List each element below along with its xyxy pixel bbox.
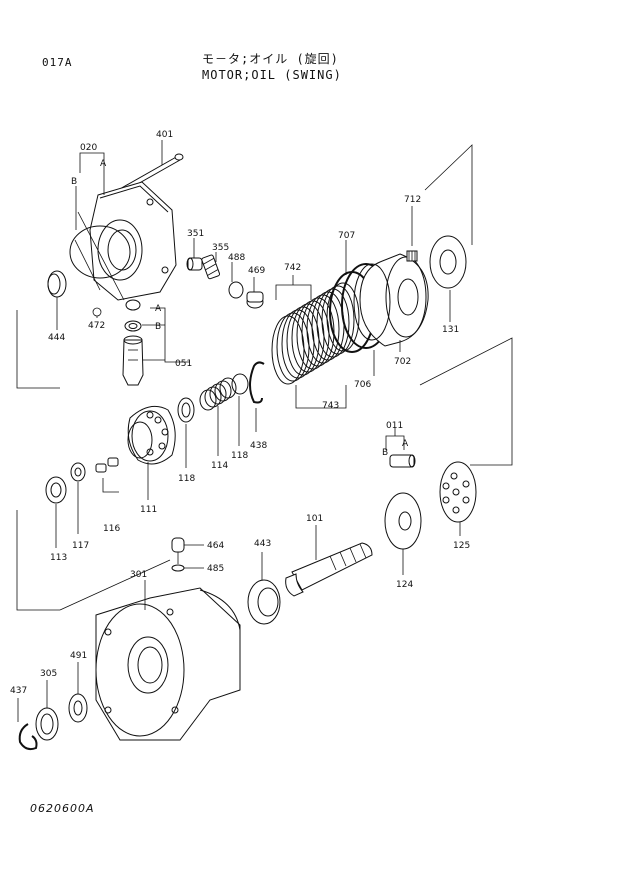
part-124-washer <box>384 492 422 575</box>
part-712-spring <box>406 206 418 262</box>
label-B-011: B <box>382 448 388 458</box>
label-706: 706 <box>354 380 371 390</box>
label-351: 351 <box>187 229 204 239</box>
label-305: 305 <box>40 669 57 679</box>
label-118-b: 118 <box>178 474 195 484</box>
label-491: 491 <box>70 651 87 661</box>
label-B-020: B <box>71 177 77 187</box>
label-464: 464 <box>207 541 224 551</box>
label-051: 051 <box>175 359 192 369</box>
label-712: 712 <box>404 195 421 205</box>
page-code: 017A <box>42 56 73 69</box>
part-131-washer <box>429 235 467 322</box>
label-707: 707 <box>338 231 355 241</box>
label-117: 117 <box>72 541 89 551</box>
parts-116-117-113 <box>45 457 119 548</box>
label-116: 116 <box>103 524 120 534</box>
label-469: 469 <box>248 266 265 276</box>
title-english: MOTOR;OIL (SWING) <box>202 68 342 82</box>
label-743: 743 <box>322 401 339 411</box>
part-101-shaft <box>285 525 373 597</box>
label-118-a: 118 <box>231 451 248 461</box>
label-702: 702 <box>394 357 411 367</box>
part-702-brake-piston <box>353 253 429 352</box>
label-124: 124 <box>396 580 413 590</box>
parts-438-118-114 <box>177 361 265 468</box>
part-742-743-friction-plates <box>271 275 360 409</box>
boundary-lines <box>16 144 513 611</box>
part-labels: 401 020 A B 351 355 488 469 742 707 712 … <box>10 130 470 696</box>
label-444: 444 <box>48 333 65 343</box>
parts-351-355-488-469 <box>186 238 264 309</box>
part-444-plug <box>16 270 67 389</box>
label-A-011: A <box>402 439 409 449</box>
parts-011-125 <box>385 428 477 536</box>
label-A-020: A <box>100 159 107 169</box>
label-742: 742 <box>284 263 301 273</box>
part-020-valve-cover <box>69 181 177 301</box>
label-131: 131 <box>442 325 459 335</box>
label-438: 438 <box>250 441 267 451</box>
bracket-020 <box>75 152 105 230</box>
label-443: 443 <box>254 539 271 549</box>
footer-code: 0620600A <box>30 802 95 815</box>
part-111-cylinder-block <box>127 405 176 500</box>
label-485: 485 <box>207 564 224 574</box>
label-125: 125 <box>453 541 470 551</box>
label-A-051: A <box>155 304 162 314</box>
label-355: 355 <box>212 243 229 253</box>
label-472: 472 <box>88 321 105 331</box>
label-020: 020 <box>80 143 97 153</box>
label-111: 111 <box>140 505 157 515</box>
part-472-oring <box>92 307 102 318</box>
label-437: 437 <box>10 686 27 696</box>
part-443-bearing <box>247 552 281 625</box>
label-101: 101 <box>306 514 323 524</box>
parts-491-305-437 <box>17 662 88 751</box>
label-113: 113 <box>50 553 67 563</box>
label-B-051: B <box>155 322 161 332</box>
title-japanese: モ－タ;オイル (旋回) <box>202 52 339 66</box>
parts-464-485 <box>171 537 204 572</box>
label-401: 401 <box>156 130 173 140</box>
label-011: 011 <box>386 421 403 431</box>
label-114: 114 <box>211 461 228 471</box>
label-488: 488 <box>228 253 245 263</box>
part-301-casing <box>95 580 241 741</box>
part-051-plug <box>122 299 190 386</box>
label-301: 301 <box>130 570 147 580</box>
